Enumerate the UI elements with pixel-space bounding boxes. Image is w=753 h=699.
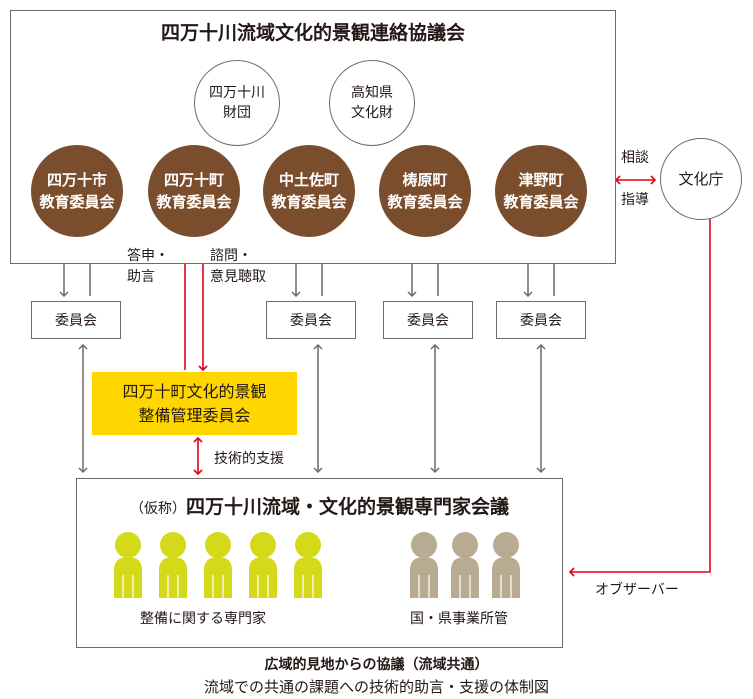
answer-label: 答申・ 助言: [127, 248, 169, 285]
expert-person-icon: [114, 532, 142, 598]
expert-person-icon: [159, 532, 187, 598]
committee-yusuhara: 委員会: [383, 301, 473, 339]
expert-council-title: （仮称）四万十川流域・文化的景観専門家会議: [76, 492, 563, 519]
committee-nakatosa: 委員会: [266, 301, 356, 339]
town-landscape-committee: 四万十町文化的景観 整備管理委員会: [92, 372, 297, 435]
expert-person-icon: [204, 532, 232, 598]
government-person-icon: [451, 532, 479, 598]
government-group-label: 国・県事業所管: [410, 611, 508, 627]
expert-council-name: 四万十川流域・文化的景観専門家会議: [185, 496, 509, 518]
board-shimanto-city: 四万十市 教育委員会: [31, 145, 123, 237]
prefecture-circle: 高知県 文化財: [329, 60, 415, 146]
footer-caption: 流域での共通の課題への技術的助言・支援の体制図: [203, 678, 549, 696]
committee-tsuno: 委員会: [496, 301, 586, 339]
consult-label: 相談: [621, 150, 649, 166]
agency-circle: 文化庁: [660, 138, 742, 220]
committee-expert-arrows: [78, 343, 546, 474]
footer-bold: 広域的見地からの協議（流域共通）: [264, 657, 489, 673]
board-tsuno: 津野町 教育委員会: [495, 145, 587, 237]
government-person-icon: [492, 532, 520, 598]
expert-council-prefix: （仮称）: [129, 501, 186, 517]
technical-support-label: 技術的支援: [214, 451, 284, 467]
observer-label: オブザーバー: [595, 582, 679, 598]
experts-group-label: 整備に関する専門家: [140, 611, 266, 627]
committee-shimanto-city: 委員会: [31, 301, 121, 339]
council-title: 四万十川流域文化的景観連絡協議会: [160, 22, 465, 44]
guidance-label: 指導: [621, 192, 649, 208]
expert-person-icon: [294, 532, 322, 598]
expert-person-icon: [249, 532, 277, 598]
board-yusuhara: 梼原町 教育委員会: [379, 145, 471, 237]
government-person-icon: [410, 532, 438, 598]
foundation-circle: 四万十川 財団: [194, 60, 280, 146]
board-shimanto-town: 四万十町 教育委員会: [148, 145, 240, 237]
board-nakatosa: 中土佐町 教育委員会: [263, 145, 355, 237]
inquiry-label: 諮問・ 意見聴取: [210, 248, 266, 285]
